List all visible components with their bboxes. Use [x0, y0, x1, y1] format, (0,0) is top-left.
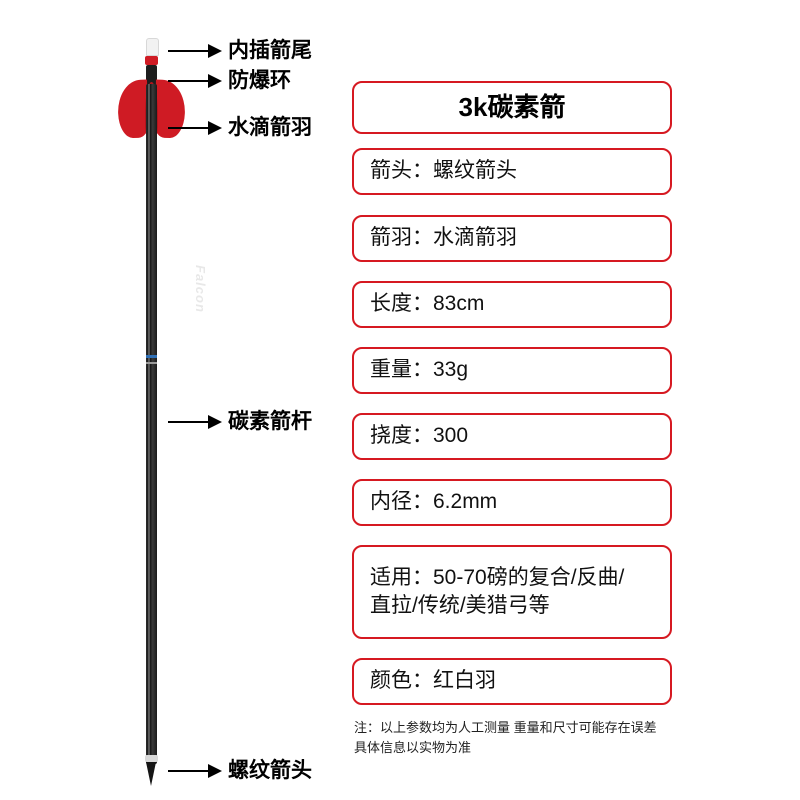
- page-title: 3k碳素箭: [458, 91, 566, 122]
- note-line-2: 具体信息以实物为准: [354, 740, 472, 756]
- spec-text: 长度：83cm: [370, 292, 485, 316]
- arrow-pointer-icon: [168, 414, 222, 429]
- nock-collar-icon: [146, 65, 157, 85]
- spec-text: 挠度：300: [370, 424, 469, 448]
- spec-row-arrow-head: 箭头：螺纹箭头: [352, 148, 672, 195]
- callout-label: 水滴箭羽: [228, 116, 312, 139]
- shaft-stripe-blue: [146, 355, 157, 358]
- specification-panel: 3k碳素箭 箭头：螺纹箭头 箭羽：水滴箭羽 长度：83cm 重量：33g 挠度：…: [352, 0, 800, 800]
- callout-label: 内插箭尾: [228, 39, 312, 62]
- spec-row-fletching: 箭羽：水滴箭羽: [352, 215, 672, 262]
- shaft-highlight: [148, 84, 150, 764]
- callout-burst-ring: 防爆环: [168, 70, 291, 91]
- spec-text: 箭头：螺纹箭头: [370, 159, 517, 183]
- spec-text-line2: 直拉/传统/美猎弓等: [370, 594, 550, 617]
- spec-row-compatibility: 适用：50-70磅的复合/反曲/ 直拉/传统/美猎弓等: [352, 545, 672, 639]
- callout-label: 螺纹箭头: [228, 759, 312, 782]
- spec-text: 箭羽：水滴箭羽: [370, 226, 517, 250]
- callout-teardrop-vane: 水滴箭羽: [168, 117, 312, 138]
- shaft-stripe-grey: [146, 362, 157, 364]
- note-line-1: 注：以上参数均为人工测量 重量和尺寸可能存在误差: [354, 720, 657, 735]
- anti-burst-ring-icon: [145, 56, 158, 65]
- disclaimer-note: 注：以上参数均为人工测量 重量和尺寸可能存在误差 具体信息以实物为准: [354, 718, 694, 758]
- spec-text: 内径：6.2mm: [370, 490, 498, 514]
- arrow-pointer-icon: [168, 73, 222, 88]
- spec-text-line1: 适用：50-70磅的复合/反曲/: [370, 565, 625, 589]
- spec-row-length: 长度：83cm: [352, 281, 672, 328]
- callout-carbon-shaft: 碳素箭杆: [168, 411, 312, 432]
- spec-row-color: 颜色：红白羽: [352, 658, 672, 705]
- point-collar-icon: [145, 755, 158, 762]
- spec-row-inner-diameter: 内径：6.2mm: [352, 479, 672, 526]
- spec-text: 颜色：红白羽: [370, 669, 496, 693]
- arrow-pointer-icon: [168, 763, 222, 778]
- callout-label: 防爆环: [228, 69, 291, 92]
- carbon-shaft-graphic: [146, 84, 157, 764]
- arrow-pointer-icon: [168, 120, 222, 135]
- product-illustration: Falcon 内插箭尾 防爆环 水滴箭羽 碳素箭杆 螺纹箭头: [0, 0, 350, 800]
- arrow-pointer-icon: [168, 43, 222, 58]
- callout-insert-nock: 内插箭尾: [168, 40, 312, 61]
- spec-row-weight: 重量：33g: [352, 347, 672, 394]
- callout-label: 碳素箭杆: [228, 410, 312, 433]
- callout-screw-point: 螺纹箭头: [168, 760, 312, 781]
- spec-text: 重量：33g: [370, 358, 469, 382]
- arrow-point-icon: [146, 762, 156, 786]
- product-title-box: 3k碳素箭: [352, 81, 672, 134]
- spec-row-spine: 挠度：300: [352, 413, 672, 460]
- arrow-nock-icon: [146, 38, 159, 56]
